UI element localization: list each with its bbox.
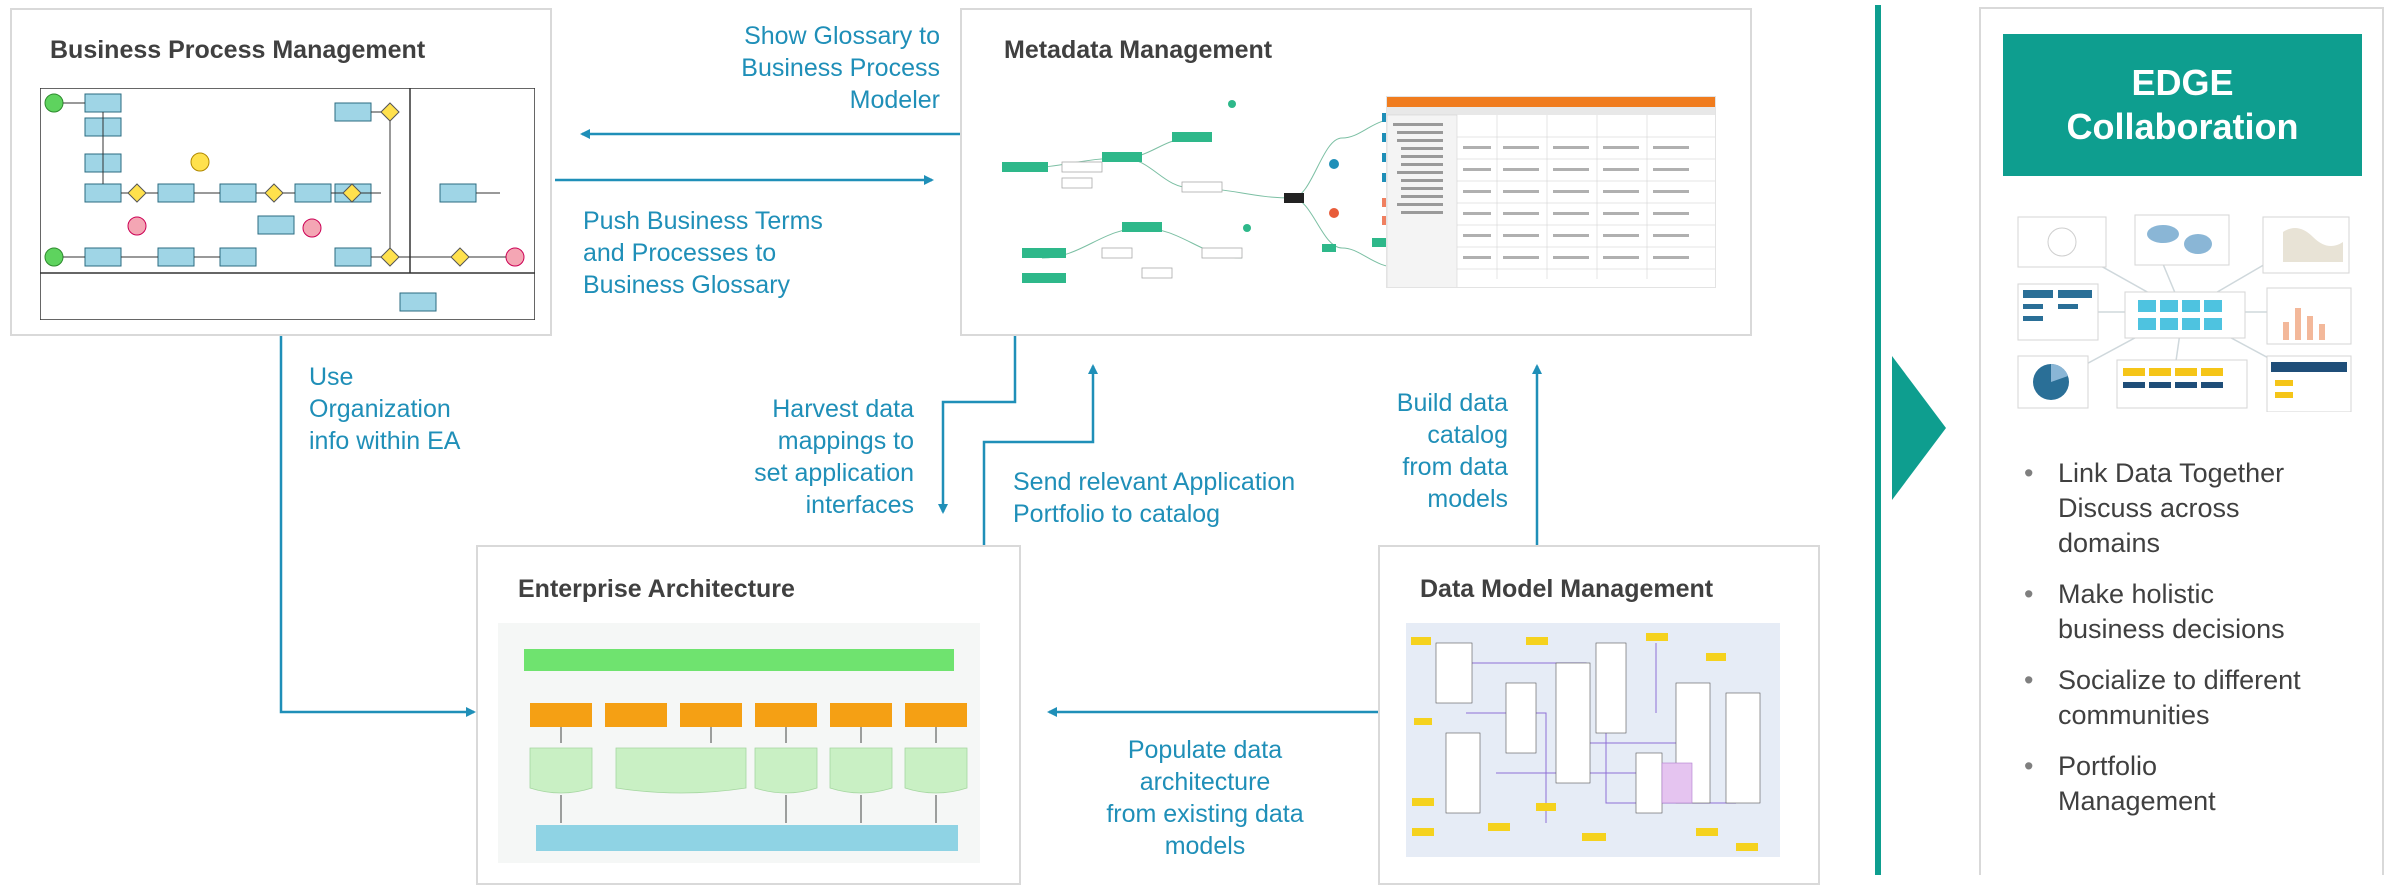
data-model-thumbnail	[1406, 623, 1780, 857]
flow-label-harvest: Harvest data mappings to set application…	[754, 395, 914, 519]
list-item: • Make holistic business decisions	[2024, 579, 2285, 644]
edge-benefits-list: • Link Data Together Discuss across doma…	[2020, 456, 2360, 835]
chevron-arrow-icon	[1892, 356, 1946, 500]
ea-diagram-thumbnail	[498, 623, 980, 863]
bullet-icon: •	[2024, 579, 2034, 609]
arrow-bpm-to-ea	[279, 336, 476, 717]
edge-dashboard-collage	[2017, 214, 2352, 412]
bullet-icon: •	[2024, 665, 2034, 695]
ea-title: Enterprise Architecture	[518, 575, 795, 603]
flow-label-push-terms: Push Business Terms and Processes to Bus…	[583, 207, 823, 299]
arrow-ea-to-metadata	[982, 364, 1098, 545]
bpm-title: Business Process Management	[50, 36, 426, 64]
metadata-title: Metadata Management	[1004, 36, 1273, 64]
dmm-panel: Data Model Management	[1378, 545, 1820, 885]
flow-label-show-glossary: Show Glossary to Business Process Modele…	[741, 22, 940, 114]
metadata-panel: Metadata Management	[960, 8, 1752, 336]
bullet-icon: •	[2024, 751, 2034, 781]
ea-panel: Enterprise Architecture	[476, 545, 1021, 885]
bpm-diagram-thumbnail	[40, 88, 535, 320]
dmm-title: Data Model Management	[1420, 575, 1714, 603]
divider-bar	[1875, 5, 1881, 875]
arrow-metadata-to-ea	[938, 336, 1017, 514]
flow-label-use-org: Use Organization info within EA	[309, 363, 461, 455]
edge-box-border	[1979, 7, 2384, 875]
flow-label-send-portfolio: Send relevant Application Portfolio to c…	[1013, 468, 1296, 528]
lineage-graph-thumbnail	[1002, 100, 1422, 283]
bullet-icon: •	[2024, 458, 2034, 488]
list-item: • Link Data Together Discuss across doma…	[2024, 458, 2285, 558]
flow-label-build-catalog: Build data catalog from data models	[1396, 389, 1508, 513]
list-item: • Socialize to different communities	[2024, 665, 2301, 730]
bpm-panel: Business Process Management	[10, 8, 552, 336]
edge-collaboration-title: EDGE Collaboration	[2003, 34, 2362, 176]
list-item: • Portfolio Management	[2024, 751, 2216, 816]
flow-label-populate: Populate data architecture from existing…	[1106, 736, 1304, 860]
catalog-grid-thumbnail	[1386, 96, 1716, 288]
